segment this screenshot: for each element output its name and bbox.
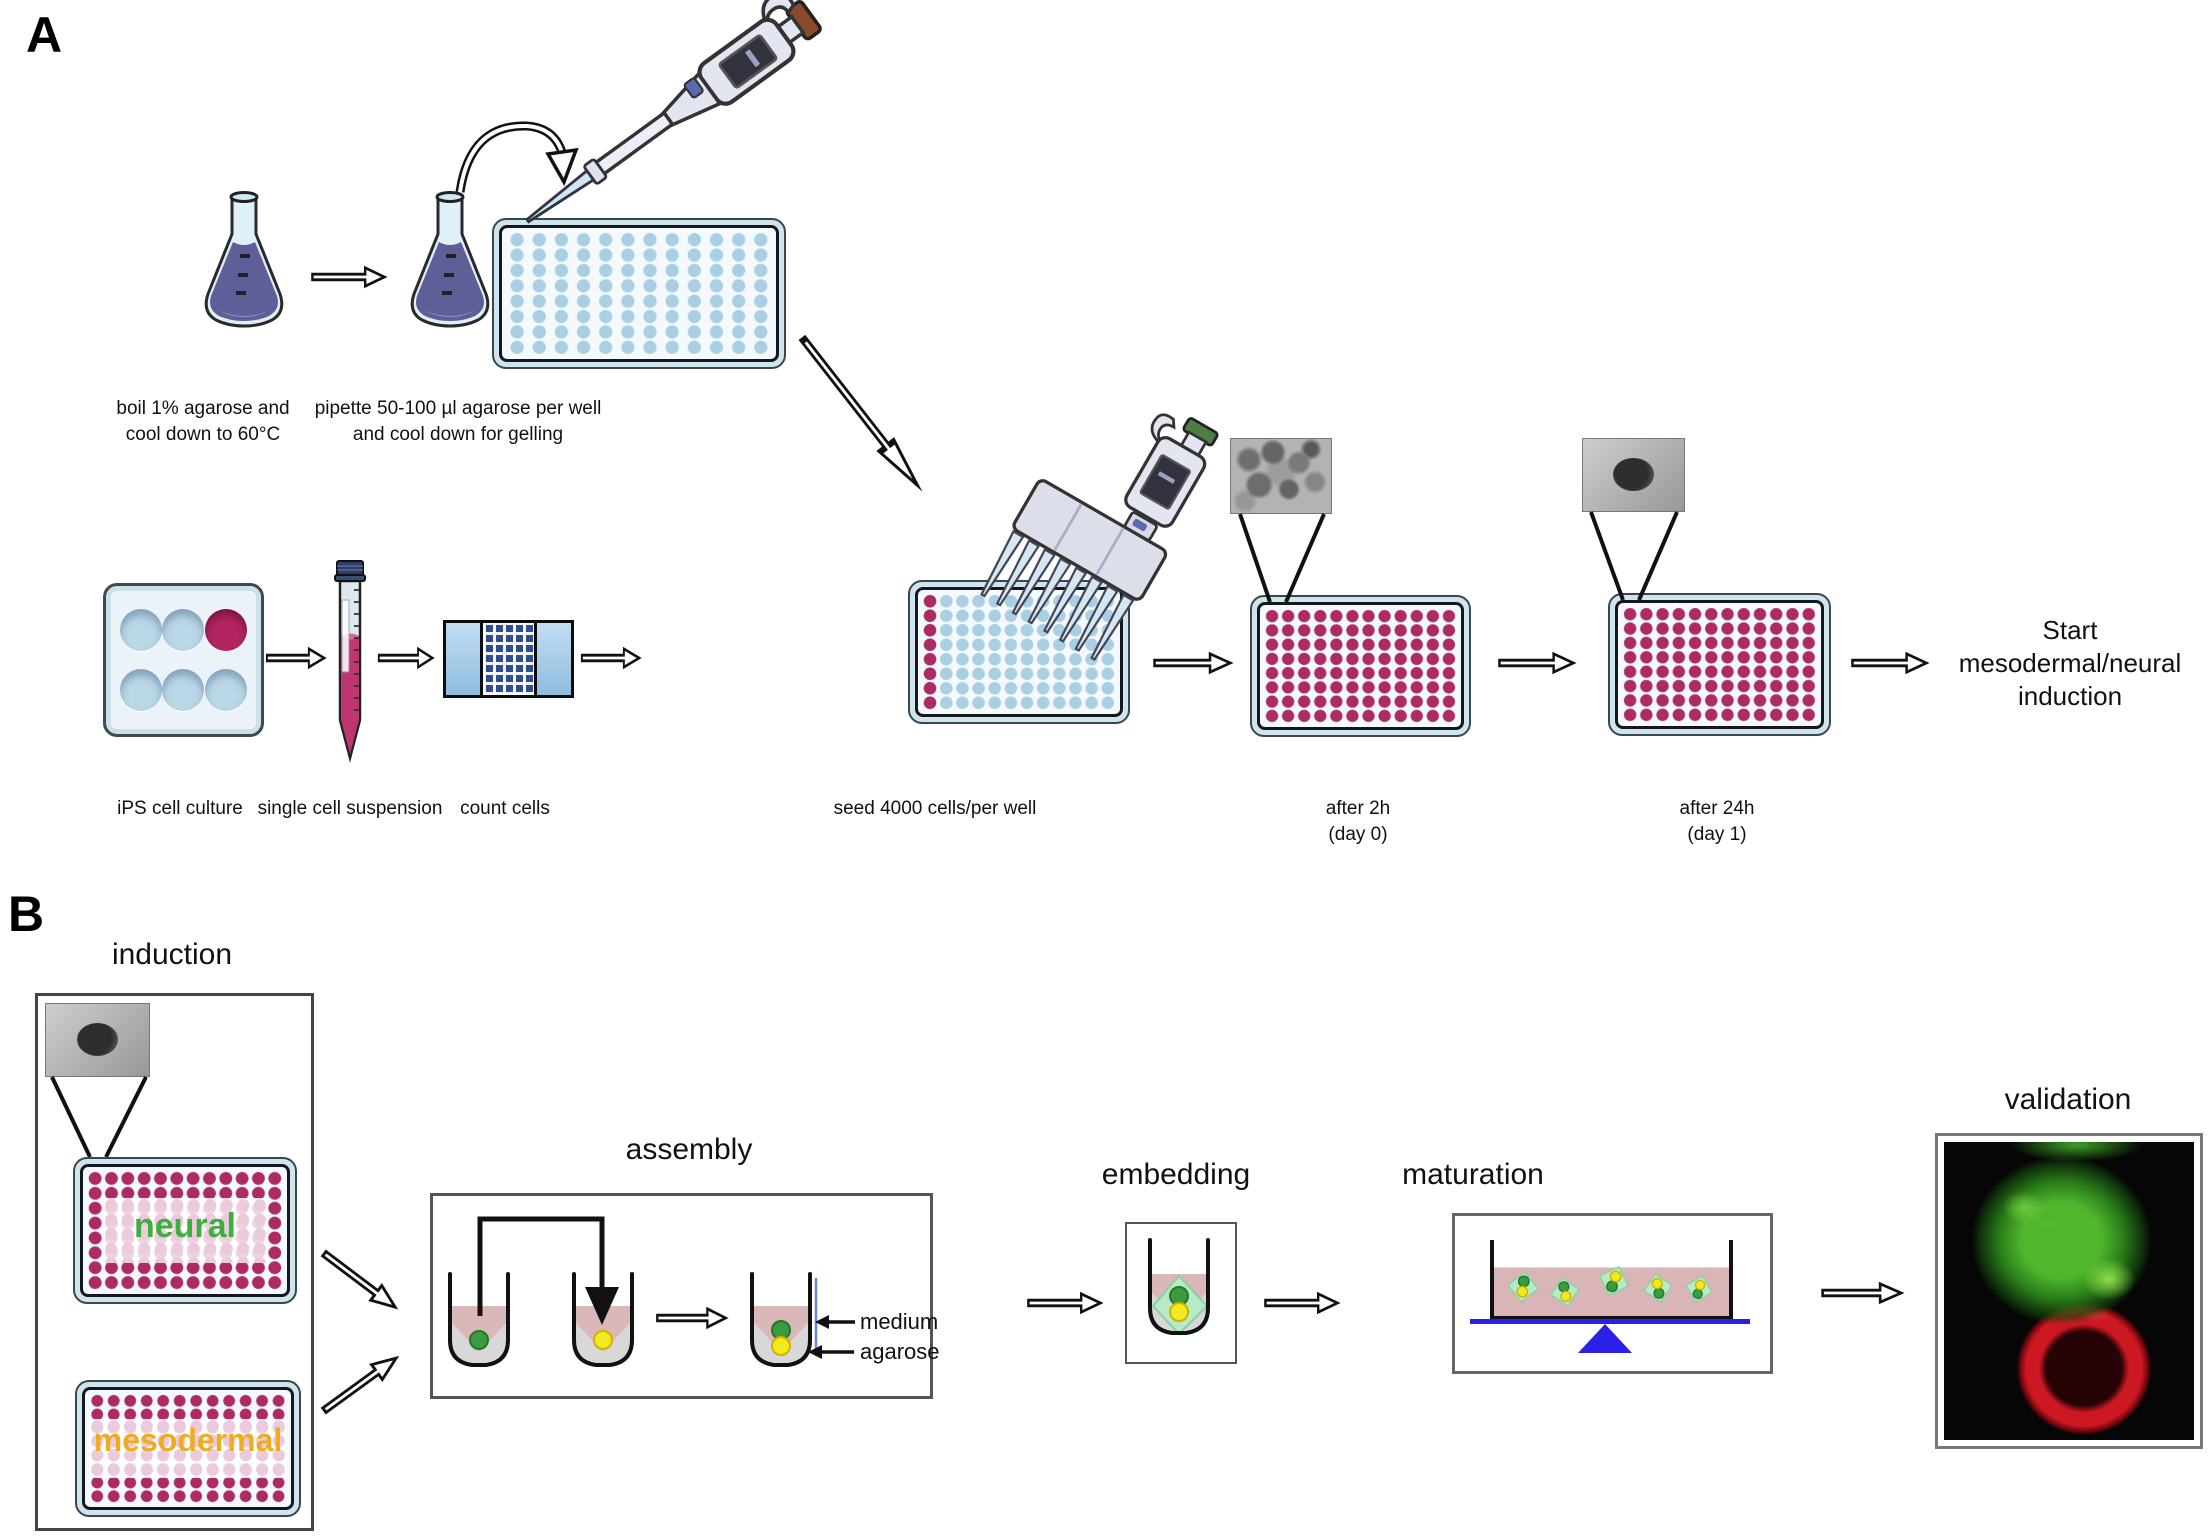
hemocytometer-end bbox=[537, 623, 571, 695]
caption-after-2h: after 2h (day 0) bbox=[1325, 798, 1391, 845]
plate-96well-after24h bbox=[1608, 593, 1831, 736]
embedded-organoid bbox=[1643, 1273, 1673, 1303]
plate-6well-ips bbox=[103, 583, 264, 737]
plate-rim bbox=[1257, 602, 1464, 730]
plate-center-pale-wells bbox=[89, 1419, 287, 1478]
flow-arrow bbox=[580, 646, 642, 670]
embedded-organoid bbox=[1550, 1277, 1580, 1307]
caption-after-24h: after 24h (day 1) bbox=[1679, 798, 1755, 845]
seeded-column bbox=[922, 594, 939, 710]
agarose-pointer-arrow bbox=[808, 1345, 854, 1359]
maturation-dish bbox=[1490, 1240, 1733, 1320]
flow-arrow bbox=[1153, 651, 1234, 675]
annotation-agarose: agarose bbox=[860, 1339, 940, 1364]
rocker-fulcrum bbox=[1578, 1324, 1632, 1353]
flow-arrow bbox=[1851, 651, 1930, 675]
title-assembly: assembly bbox=[625, 1133, 753, 1166]
flow-arrow bbox=[265, 646, 327, 670]
sixwell-grid bbox=[120, 600, 247, 720]
plate-wells bbox=[922, 594, 1116, 710]
curved-transfer-arrow bbox=[455, 121, 579, 193]
annotation-medium: medium bbox=[860, 1309, 939, 1334]
plate-wells: neural bbox=[87, 1171, 283, 1290]
flask-agarose-boil bbox=[204, 191, 284, 328]
flow-arrow bbox=[656, 1306, 729, 1330]
well bbox=[120, 669, 163, 711]
plate-wells-seeded bbox=[1264, 609, 1457, 723]
micrograph-inset-2h bbox=[1230, 438, 1332, 514]
flow-arrow bbox=[1821, 1281, 1905, 1305]
flow-arrow bbox=[1264, 1291, 1341, 1315]
hemocytometer-end bbox=[446, 623, 480, 695]
flow-arrow-diagonal bbox=[320, 1355, 400, 1415]
fluorescence-micrograph bbox=[1944, 1142, 2194, 1440]
caption-single-cell-suspension: single cell suspension bbox=[257, 798, 443, 819]
caption-pipette-agarose: pipette 50-100 µl agarose per well and c… bbox=[314, 398, 602, 445]
well-neural-spheroid bbox=[448, 1272, 510, 1367]
plate-96well-after2h bbox=[1250, 595, 1471, 737]
caption-start-induction: Start mesodermal/neural induction bbox=[1958, 615, 2182, 711]
caption-count-cells: count cells bbox=[460, 798, 550, 819]
well-assembled-spheroids bbox=[750, 1272, 818, 1367]
flow-arrow bbox=[377, 646, 435, 670]
mesodermal-plate-label: mesodermal bbox=[93, 1422, 283, 1459]
flow-arrow bbox=[1027, 1291, 1104, 1315]
plate-neural-induction: neural bbox=[73, 1157, 297, 1304]
flow-arrow bbox=[311, 265, 388, 289]
plate-wells: mesodermal bbox=[89, 1394, 287, 1503]
plate-rim bbox=[499, 225, 779, 362]
micrograph-inset-24h-spheroid bbox=[1582, 438, 1685, 512]
rocker-platform bbox=[1470, 1319, 1750, 1324]
plate-center-pale-wells bbox=[102, 1198, 268, 1263]
embedded-organoid bbox=[1507, 1271, 1539, 1303]
plate-rim bbox=[1615, 600, 1824, 729]
well-mesodermal-spheroid bbox=[572, 1272, 634, 1367]
title-maturation: maturation bbox=[1402, 1158, 1544, 1191]
flow-arrow-diagonal bbox=[320, 1249, 399, 1310]
well bbox=[162, 609, 205, 651]
flow-arrow bbox=[1498, 651, 1577, 675]
neural-plate-label: neural bbox=[133, 1206, 237, 1245]
plate-wells-seeded bbox=[1622, 607, 1817, 722]
caption-boil-agarose: boil 1% agarose and cool down to 60°C bbox=[116, 398, 290, 445]
flask-agarose-pipetting bbox=[410, 191, 490, 328]
pipette-multichannel bbox=[949, 362, 1240, 702]
plate-rim: neural bbox=[80, 1164, 290, 1297]
inset-pointer-lines bbox=[1238, 513, 1326, 603]
title-induction: induction bbox=[111, 938, 233, 971]
falcon-tube-suspension bbox=[334, 560, 366, 763]
caption-seed-cells: seed 4000 cells/per well bbox=[833, 798, 1037, 819]
medium-pointer-arrow bbox=[815, 1315, 855, 1329]
well-embedded-organoid bbox=[1148, 1238, 1210, 1336]
embedded-organoid bbox=[1685, 1275, 1713, 1303]
pipette-single-channel bbox=[472, 0, 844, 277]
title-embedding: embedding bbox=[1101, 1158, 1251, 1191]
well bbox=[162, 669, 205, 711]
caption-ips-cell-culture: iPS cell culture bbox=[117, 798, 243, 819]
well bbox=[204, 669, 247, 711]
transfer-elbow-arrow bbox=[477, 1216, 619, 1325]
panel-b-label: B bbox=[8, 886, 45, 942]
inset-pointer-lines bbox=[50, 1076, 148, 1158]
hemocytometer-grid bbox=[480, 623, 537, 695]
title-validation: validation bbox=[2004, 1083, 2132, 1116]
micrograph-inset-induction bbox=[45, 1003, 150, 1077]
inset-pointer-lines bbox=[1589, 511, 1679, 601]
plate-96well-agarose bbox=[492, 218, 786, 369]
plate-wells-blue bbox=[506, 232, 772, 355]
plate-rim: mesodermal bbox=[82, 1387, 294, 1510]
well bbox=[120, 609, 163, 651]
hemocytometer-count-cells bbox=[443, 620, 574, 698]
validation-image-frame bbox=[1935, 1133, 2203, 1449]
panel-a-label: A bbox=[26, 7, 63, 63]
embedded-organoid bbox=[1598, 1265, 1630, 1297]
assembly-box bbox=[430, 1193, 933, 1399]
well-confluent bbox=[204, 609, 247, 651]
plate-mesodermal-induction: mesodermal bbox=[75, 1380, 301, 1517]
flow-arrow-diagonal bbox=[798, 334, 923, 492]
